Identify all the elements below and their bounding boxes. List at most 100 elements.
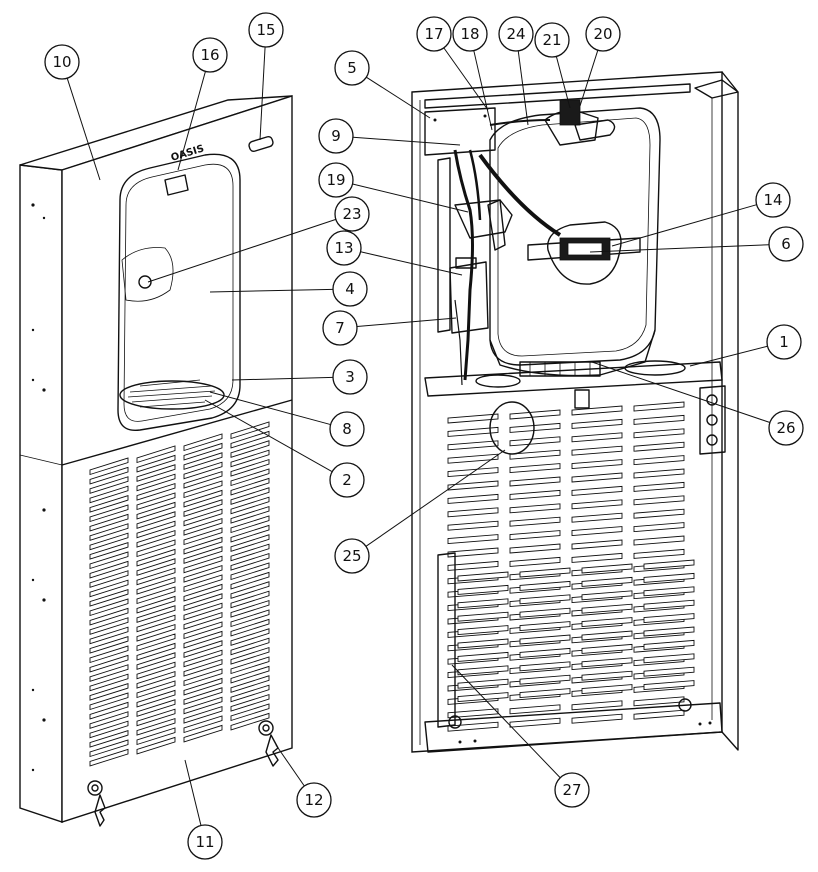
callout-11: 11 bbox=[184, 759, 223, 860]
callout-number: 4 bbox=[345, 280, 355, 298]
front-unit-side-face bbox=[19, 164, 63, 823]
callout-leader bbox=[365, 449, 506, 547]
louver-slot bbox=[183, 564, 223, 583]
callout-9: 9 bbox=[318, 118, 461, 154]
callout-number: 2 bbox=[342, 471, 352, 489]
top-valve bbox=[559, 99, 581, 126]
louver-slot bbox=[136, 614, 176, 633]
callout-circle bbox=[768, 226, 804, 262]
callout-number: 25 bbox=[342, 547, 361, 565]
louver-slot bbox=[136, 445, 176, 464]
louver-slot bbox=[230, 505, 270, 524]
louver-slot bbox=[230, 477, 270, 496]
louver-slot bbox=[230, 609, 270, 628]
callout-leader bbox=[443, 47, 489, 111]
louver-slot bbox=[89, 626, 129, 645]
louver-slot bbox=[183, 433, 223, 452]
louver-slot bbox=[183, 602, 223, 621]
base-frame bbox=[424, 702, 723, 753]
callout-leader bbox=[259, 46, 266, 141]
louver-slot bbox=[230, 571, 270, 590]
louver-slot bbox=[230, 524, 270, 543]
louver-slot bbox=[89, 457, 129, 476]
louver-slot bbox=[643, 680, 695, 691]
louver-slot bbox=[183, 640, 223, 658]
louver-slot bbox=[183, 546, 223, 564]
louver-slot bbox=[183, 480, 223, 499]
callout-number: 20 bbox=[593, 25, 612, 43]
louver-slot bbox=[581, 643, 633, 654]
louver-slot bbox=[571, 432, 623, 443]
louver-slot bbox=[581, 657, 633, 668]
rear-frame-side bbox=[721, 71, 739, 751]
louver-slot bbox=[519, 621, 571, 632]
louver-slot bbox=[633, 696, 685, 707]
callout-1: 1 bbox=[689, 324, 802, 367]
louver-slot bbox=[89, 748, 129, 767]
callout-leader bbox=[352, 136, 461, 146]
callout-leader bbox=[177, 71, 206, 171]
drain-outlet-right bbox=[624, 360, 686, 376]
louver-slot bbox=[136, 605, 176, 623]
callout-circle bbox=[329, 462, 365, 498]
louver-slot bbox=[136, 727, 176, 746]
drain-grille-fins bbox=[127, 379, 216, 408]
callout-number: 15 bbox=[256, 21, 275, 39]
vertical-bracket bbox=[437, 157, 451, 333]
louver-slot bbox=[136, 623, 176, 642]
callout-leader bbox=[231, 376, 334, 381]
louver-slot bbox=[509, 717, 561, 728]
junction-box bbox=[699, 385, 726, 455]
callout-leader bbox=[451, 664, 561, 779]
louver-slot bbox=[633, 455, 685, 466]
louver-slot bbox=[183, 536, 223, 555]
louver-slot bbox=[571, 713, 623, 724]
wiring-harness bbox=[453, 149, 474, 381]
louver-slot bbox=[230, 675, 270, 693]
louver-slot bbox=[89, 635, 129, 654]
louver-slot bbox=[136, 689, 176, 708]
base-holes bbox=[458, 721, 712, 744]
louver-slot bbox=[89, 588, 129, 607]
callout-6: 6 bbox=[589, 226, 804, 262]
louver-slot bbox=[633, 548, 685, 559]
louver-slot bbox=[519, 647, 571, 658]
callout-circle bbox=[766, 324, 802, 360]
louver-slot bbox=[136, 661, 176, 680]
louver-slot bbox=[230, 515, 270, 534]
callout-number: 21 bbox=[542, 31, 561, 49]
callout-20: 20 bbox=[579, 16, 621, 107]
louver-slot bbox=[230, 637, 270, 656]
louver-slot bbox=[571, 499, 623, 510]
louver-slot bbox=[633, 481, 685, 492]
callout-circle bbox=[332, 271, 368, 307]
louver-slot bbox=[136, 652, 176, 670]
louver-slot bbox=[447, 413, 499, 424]
louver-slot bbox=[230, 599, 270, 618]
louver-slot bbox=[136, 642, 176, 661]
louver-slot bbox=[136, 520, 176, 539]
louver-slot bbox=[509, 503, 561, 514]
louver-slot bbox=[183, 593, 223, 611]
louver-slot bbox=[89, 598, 129, 617]
louver-slot bbox=[230, 656, 270, 675]
louver-slot bbox=[519, 674, 571, 685]
louver-slot bbox=[230, 703, 270, 722]
callout-circle bbox=[296, 782, 332, 818]
louver-slot bbox=[509, 409, 561, 420]
callout-23: 23 bbox=[147, 196, 370, 283]
louver-slot bbox=[183, 527, 223, 546]
louver-slot bbox=[89, 466, 129, 485]
leveling-foot-right bbox=[678, 698, 692, 712]
louver-slot bbox=[643, 653, 695, 664]
callout-number: 16 bbox=[200, 46, 219, 64]
louver-slot bbox=[643, 666, 695, 677]
louver-slot bbox=[183, 555, 223, 574]
louver-slot bbox=[183, 517, 223, 536]
rear-louver-grid bbox=[447, 401, 695, 732]
louver-slot bbox=[571, 552, 623, 563]
louver-slot bbox=[571, 405, 623, 416]
louver-slot bbox=[447, 493, 499, 504]
callout-17: 17 bbox=[416, 16, 489, 111]
louver-slot bbox=[89, 645, 129, 664]
